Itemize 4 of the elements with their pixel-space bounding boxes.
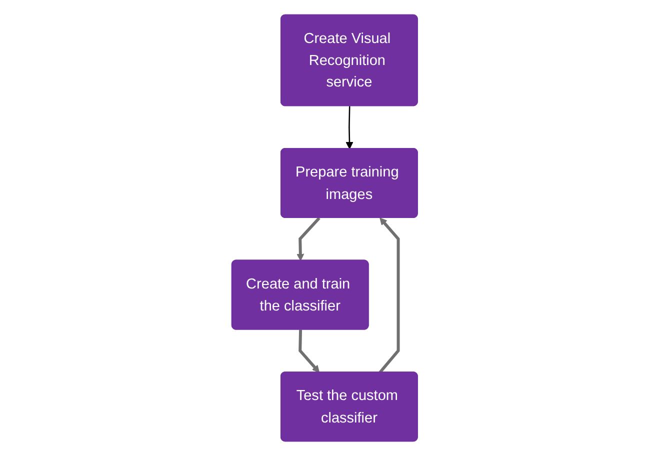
arrow bbox=[298, 329, 320, 372]
arrow bbox=[378, 217, 400, 373]
arrow bbox=[296, 216, 320, 260]
arrow bbox=[346, 106, 354, 149]
